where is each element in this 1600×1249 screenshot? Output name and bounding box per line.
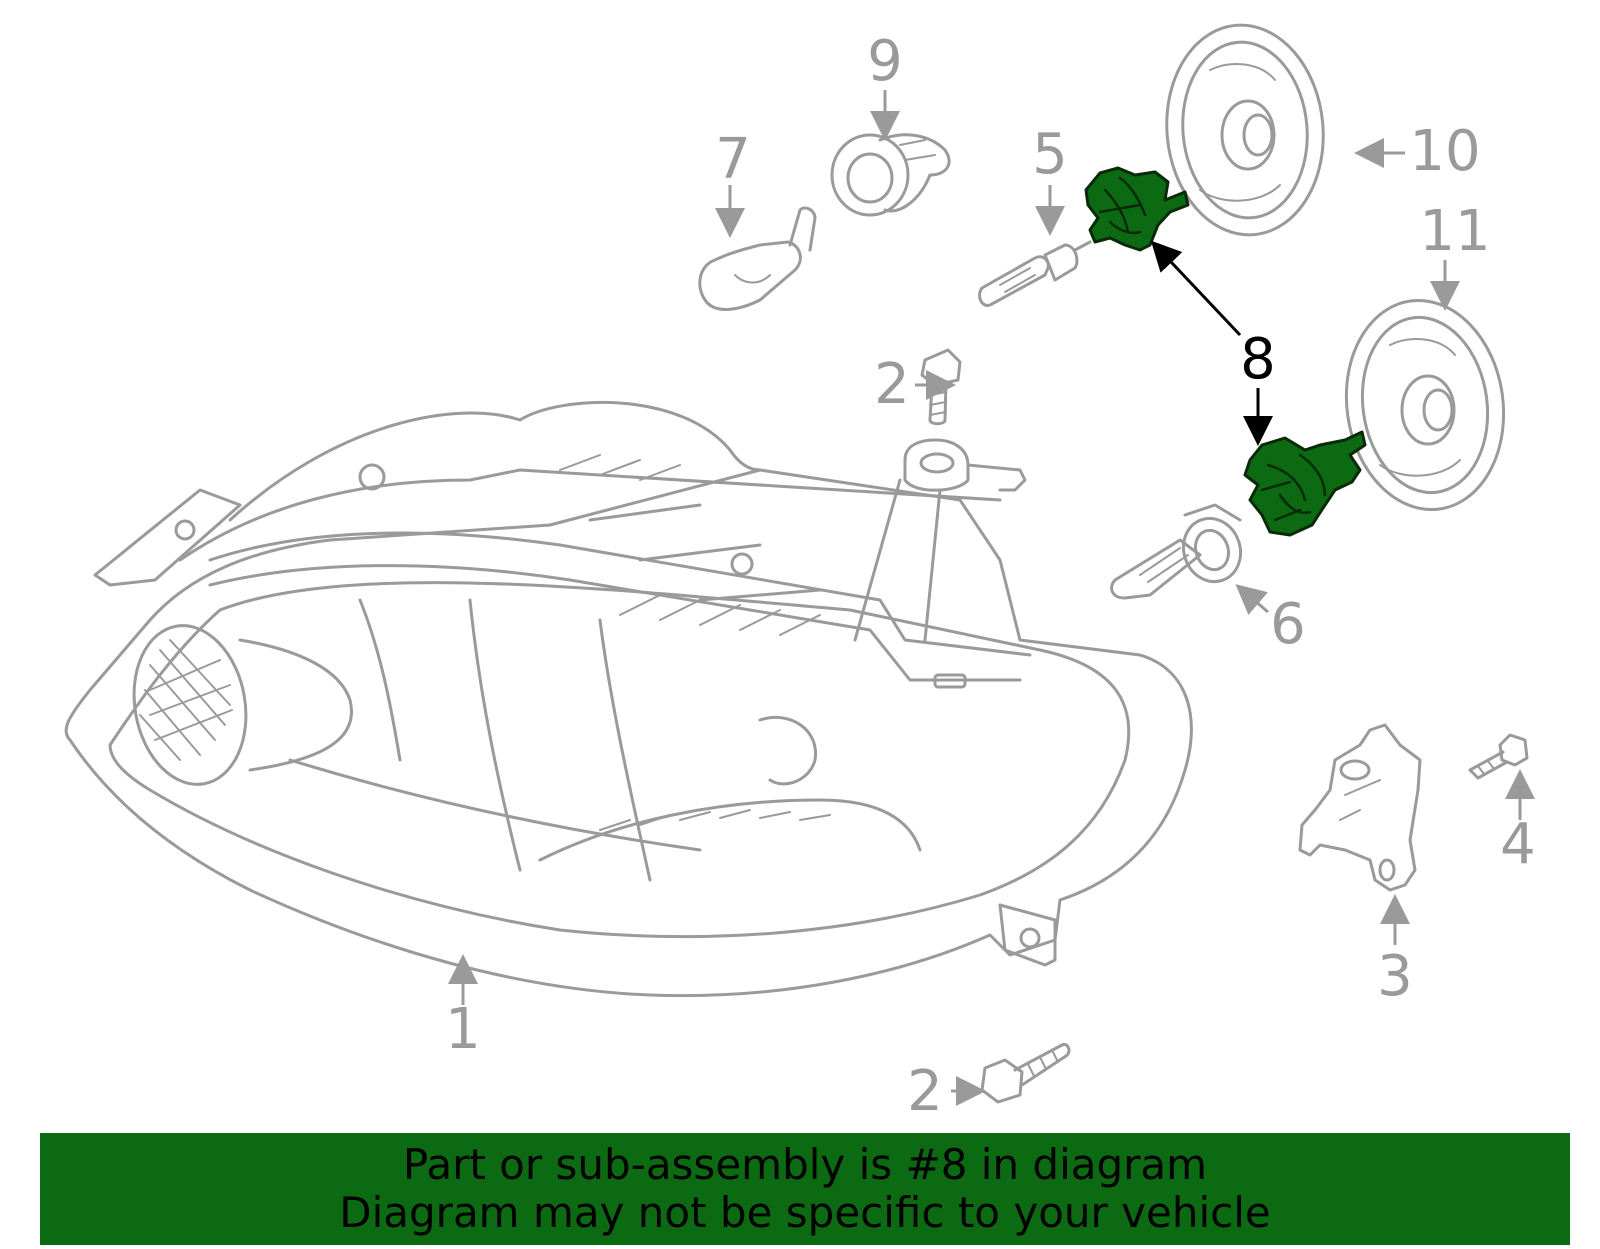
highlighted-socket-upper [1084,166,1190,252]
bulb-5 [978,240,1092,307]
callout-3: 3 [1377,944,1413,1009]
callout-9: 9 [867,29,903,94]
dust-cover-10 [1165,23,1325,237]
dust-cover-11 [1344,298,1506,512]
highlighted-socket-lower [1243,430,1367,537]
bolt-upper [920,348,962,426]
info-banner: Part or sub-assembly is #8 in diagram Di… [40,1133,1570,1245]
leader-lines [448,90,1535,1106]
callout-labels: 1 2 2 3 4 5 6 7 8 9 10 11 [445,29,1536,1124]
callout-10: 10 [1409,119,1480,184]
callout-1: 1 [445,997,481,1062]
screw [1468,733,1529,780]
callout-2-upper: 2 [874,352,910,417]
callout-2-lower: 2 [907,1059,943,1124]
socket-9 [830,133,951,217]
callout-11: 11 [1419,199,1490,264]
callout-7: 7 [715,127,751,192]
bulb-7 [698,206,817,311]
callout-8: 8 [1240,327,1276,392]
banner-line-2: Diagram may not be specific to your vehi… [339,1188,1271,1237]
callout-6: 6 [1270,592,1306,657]
callout-5: 5 [1032,122,1068,187]
banner-line-1: Part or sub-assembly is #8 in diagram [402,1140,1208,1189]
bulb-6 [1110,503,1242,600]
headlamp-assembly [64,400,1193,998]
mounting-bracket [1298,723,1422,892]
callout-4: 4 [1500,812,1536,877]
bolt-lower [980,1042,1071,1104]
